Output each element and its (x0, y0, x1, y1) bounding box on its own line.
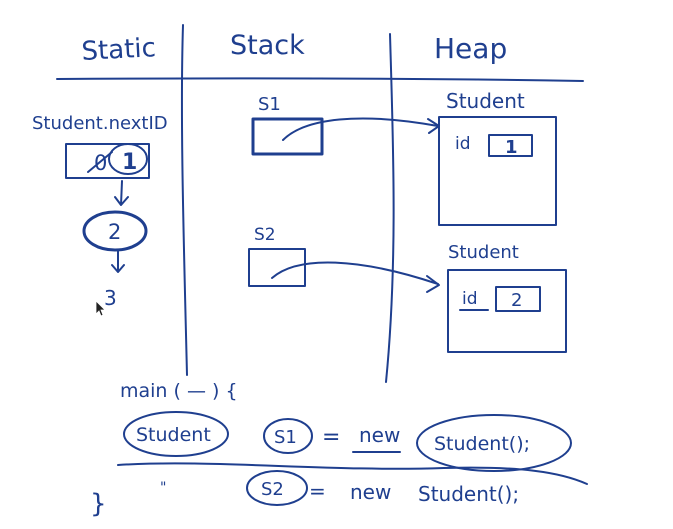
code-line2-ctor: Student(); (418, 482, 519, 506)
code-area: main ( — ) { Student S1 = new Student();… (90, 380, 588, 519)
reference-arrow-s2 (271, 261, 439, 285)
heap-obj2-field: id (462, 289, 478, 309)
static-last-value: 3 (104, 286, 117, 310)
code-line2-mark: " (160, 480, 166, 496)
down-arrow-2 (111, 250, 125, 273)
static-stack-divider (180, 24, 188, 376)
code-line1-type: Student (136, 424, 211, 446)
heap-obj2-value-box (495, 286, 541, 312)
static-next-value: 2 (108, 220, 121, 244)
code-line2-var: S2 (261, 479, 284, 500)
code-closing-brace: } (90, 489, 107, 519)
header-divider-line (56, 77, 584, 82)
static-field-box (65, 143, 150, 179)
stack-var2-label: S2 (254, 225, 276, 245)
highlight-circle (108, 143, 148, 175)
reference-arrows (271, 117, 440, 293)
heap-obj1-box (438, 116, 557, 226)
down-arrow-1 (114, 180, 129, 206)
strike-out-mark (87, 151, 113, 173)
memory-grid (56, 24, 584, 383)
code-line1-var: S1 (274, 427, 297, 448)
heap-obj2-value: 2 (511, 290, 522, 311)
static-box-new-value: 1 (122, 150, 137, 175)
code-line1-new: new (359, 423, 400, 447)
heap-obj2-box (447, 269, 567, 353)
stack-column-header: Stack (230, 30, 305, 61)
code-line2-op: = (309, 479, 326, 503)
heap-obj1-field: id (455, 134, 471, 154)
stack-var1-label: S1 (258, 94, 281, 115)
heap-obj1-value-box (488, 134, 533, 157)
heap-obj1-class: Student (446, 89, 525, 113)
code-line1-op: = (322, 425, 340, 450)
mouse-cursor-icon (95, 300, 106, 317)
static-area: Student.nextID 0 1 2 3 (32, 113, 168, 310)
heap-obj2-class: Student (448, 242, 519, 263)
code-main-signature: main ( — ) { (120, 380, 238, 402)
heap-obj1-value: 1 (505, 137, 518, 158)
code-line2-new: new (350, 480, 391, 504)
stack-var2-box (248, 248, 306, 287)
static-field-label: Student.nextID (32, 113, 168, 134)
reference-arrow-s1 (282, 117, 439, 141)
code-ctor-circle (416, 414, 572, 472)
code-var1-circle (263, 418, 313, 454)
code-line1-ctor: Student(); (434, 433, 530, 455)
stack-area: S1 S2 (248, 94, 324, 287)
code-type-circle (123, 411, 229, 457)
code-var2-circle (246, 470, 308, 506)
heap-area: Student id 1 Student id 2 (438, 89, 567, 353)
stack-var1-box (251, 117, 324, 156)
reference-arrow-s2-head (426, 275, 440, 293)
heap-column-header: Heap (434, 32, 507, 65)
stack-heap-divider (385, 33, 395, 383)
static-column-header: Static (81, 33, 157, 67)
next-value-circle (82, 210, 148, 252)
static-box-old-value: 0 (94, 151, 107, 175)
code-separator-wave (117, 462, 588, 485)
